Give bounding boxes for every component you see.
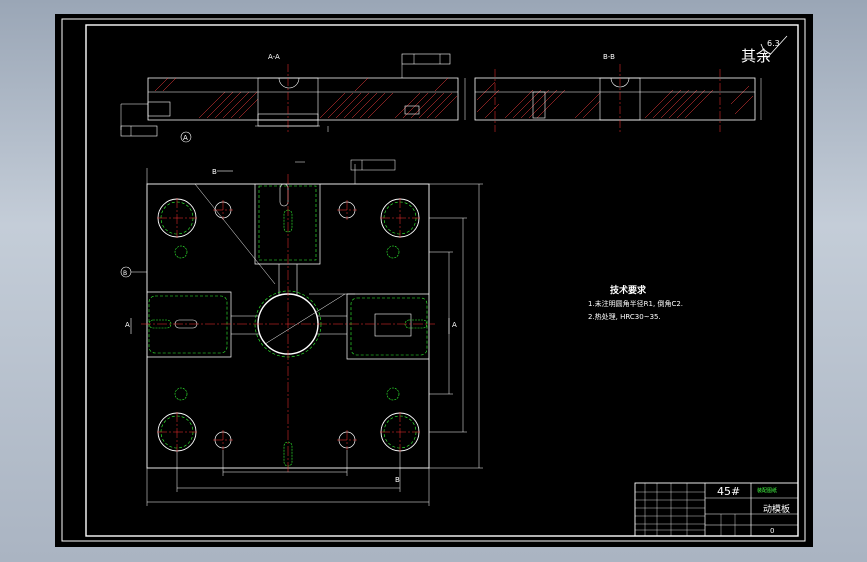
- technical-requirements: 技术要求 1.未注明圆角半径R1, 倒角C2. 2.热处理, HRC30~35.: [588, 284, 683, 321]
- view-marker-b-bottom: B: [395, 476, 400, 484]
- section-aa-label: A-A: [268, 53, 280, 61]
- tech-line-1: 1.未注明圆角半径R1, 倒角C2.: [588, 299, 683, 308]
- surface-roughness-symbol: 其余 6.3: [741, 35, 788, 65]
- section-a-a-view: A-A A: [120, 53, 466, 143]
- plan-view: B A A B B: [120, 159, 483, 506]
- outer-frame: [61, 18, 806, 542]
- roughness-value: 6.3: [767, 39, 780, 48]
- cad-viewport[interactable]: A-A A: [55, 14, 813, 547]
- part-name-text: 动模板: [763, 503, 790, 515]
- section-bb-label: B-B: [603, 53, 615, 61]
- datum-a-symbol: A: [183, 134, 188, 142]
- material-text: 45#: [717, 485, 740, 498]
- view-marker-a-right: A: [452, 321, 457, 329]
- section-b-b-view: B-B: [474, 53, 762, 134]
- tech-line-2: 2.热处理, HRC30~35.: [588, 312, 661, 321]
- view-marker-a-left: A: [125, 321, 130, 329]
- view-marker-b-left: B: [212, 168, 217, 176]
- inner-frame: [85, 24, 799, 537]
- roughness-label: 其余: [741, 47, 771, 65]
- part-number-text: 0: [770, 527, 774, 535]
- title-block: 45# 动模板 0 装配图纸: [634, 482, 799, 537]
- tech-title: 技术要求: [610, 284, 647, 296]
- engineering-drawing: A-A A: [61, 18, 806, 542]
- datum-b-symbol: B: [123, 270, 127, 277]
- stamp-text: 装配图纸: [757, 487, 777, 494]
